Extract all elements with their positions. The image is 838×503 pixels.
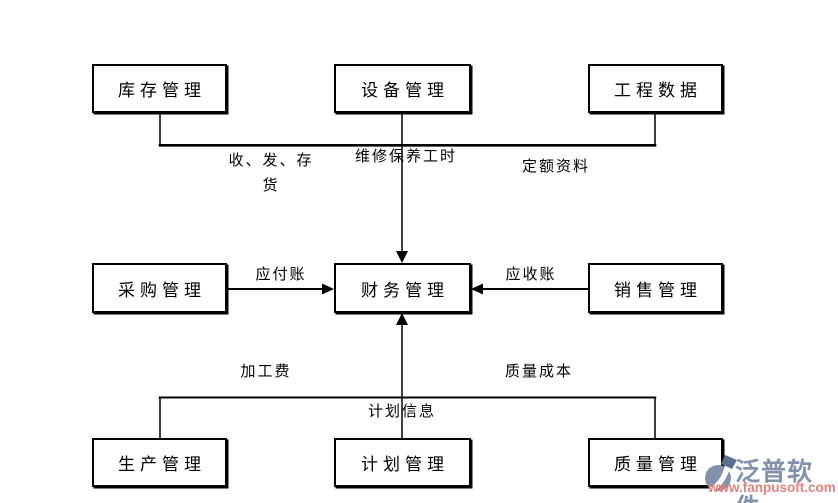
vendor-watermark: 泛普软件 www.fanpusoft.com xyxy=(700,452,838,503)
edge-label-quota-data: 定额资料 xyxy=(521,159,590,175)
node-engineering-data: 工程数据 xyxy=(588,64,723,113)
vendor-brand-text: 泛普软件 xyxy=(735,458,814,503)
edge-label-plan-info: 计划信息 xyxy=(367,404,436,420)
edge-label-processing-fee: 加工费 xyxy=(240,364,292,380)
arrowhead-into-finance-top xyxy=(396,251,408,263)
edge-label-accounts-receivable: 应收账 xyxy=(505,267,557,283)
node-planning-management: 计划管理 xyxy=(334,438,471,487)
edge-label-receive-send-stock-line2: 货 xyxy=(262,178,280,194)
edge-label-accounts-payable: 应付账 xyxy=(255,267,307,283)
edge-label-maintenance-hours: 维修保养工时 xyxy=(354,149,457,165)
node-production-management: 生产管理 xyxy=(92,438,227,487)
arrowhead-into-finance-left xyxy=(322,283,334,295)
arrowhead-into-finance-right xyxy=(471,283,483,295)
node-sales-management: 销售管理 xyxy=(588,263,723,313)
node-finance-management: 财务管理 xyxy=(334,263,471,313)
fanpu-logo-icon xyxy=(705,455,737,491)
arrowhead-into-finance-bottom xyxy=(396,313,408,325)
node-procurement-management: 采购管理 xyxy=(92,263,227,313)
vendor-url-text: www.fanpusoft.com xyxy=(708,480,836,495)
edge-label-receive-send-stock-line1: 收、发、存 xyxy=(228,153,314,169)
edge-label-receive-send-stock: 收、发、存 货 xyxy=(191,149,351,199)
node-equipment-management: 设备管理 xyxy=(334,64,471,113)
node-inventory-management: 库存管理 xyxy=(92,64,227,113)
edge-label-quality-cost: 质量成本 xyxy=(504,364,573,380)
